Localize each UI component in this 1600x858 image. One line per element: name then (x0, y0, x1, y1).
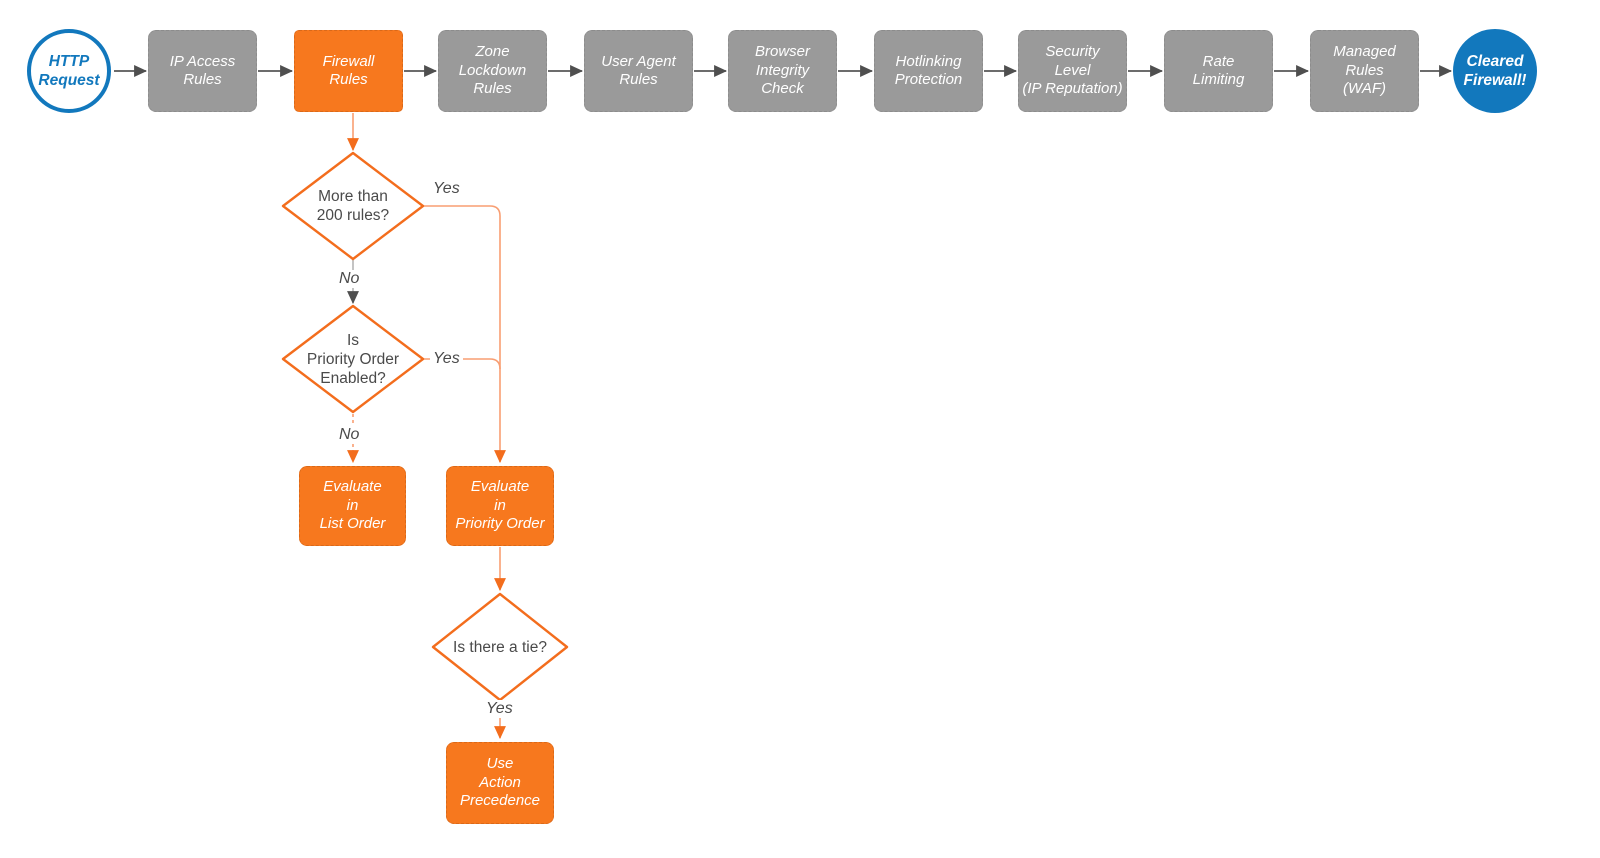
edge-label-no-more-rules: No (336, 270, 363, 288)
decision-priority-order-enabled-shape (281, 304, 425, 414)
node-cleared-firewall: Cleared Firewall! (1453, 29, 1537, 113)
node-hotlinking-protection: Hotlinking Protection (874, 30, 983, 112)
node-firewall-rules: Firewall Rules (294, 30, 403, 112)
node-user-agent-rules: User Agent Rules (584, 30, 693, 112)
node-browser-integrity-check: Browser Integrity Check (728, 30, 837, 112)
branch-connectors (347, 113, 506, 740)
node-http-request: HTTP Request (27, 29, 111, 113)
node-ip-access-rules: IP Access Rules (148, 30, 257, 112)
edge-label-yes-tie: Yes (483, 700, 516, 718)
node-managed-rules-waf: Managed Rules (WAF) (1310, 30, 1419, 112)
edge-label-no-priority: No (336, 426, 363, 444)
decision-more-than-200-rules-shape (281, 151, 425, 261)
node-evaluate-list-order: Evaluate in List Order (299, 466, 406, 546)
edge-label-yes-priority: Yes (430, 350, 463, 368)
decision-priority-order-enabled: Is Priority Order Enabled? (306, 331, 400, 387)
node-use-action-precedence: Use Action Precedence (446, 742, 554, 824)
node-zone-lockdown-rules: Zone Lockdown Rules (438, 30, 547, 112)
decision-more-than-200-rules: More than 200 rules? (316, 188, 390, 224)
edge-label-yes-more-rules: Yes (430, 180, 463, 198)
node-evaluate-priority-order: Evaluate in Priority Order (446, 466, 554, 546)
node-security-level: Security Level (IP Reputation) (1018, 30, 1127, 112)
decision-is-there-a-tie: Is there a tie? (453, 638, 547, 656)
node-rate-limiting: Rate Limiting (1164, 30, 1273, 112)
